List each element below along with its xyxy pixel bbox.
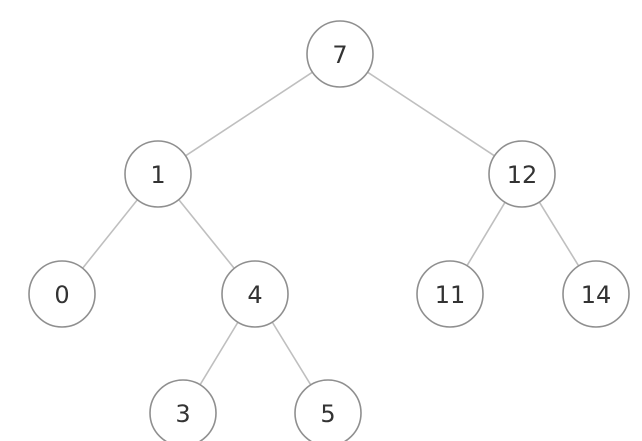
tree-edge xyxy=(367,71,495,157)
tree-edge xyxy=(466,201,506,267)
tree-node-1: 1 xyxy=(124,140,192,208)
tree-edge xyxy=(81,199,139,269)
tree-edge xyxy=(199,321,239,386)
node-label: 3 xyxy=(175,400,190,428)
node-label: 7 xyxy=(332,41,347,69)
tree-edge xyxy=(271,321,312,386)
tree-node-7: 7 xyxy=(306,20,374,88)
node-circle xyxy=(416,260,484,328)
node-circle xyxy=(294,379,362,441)
node-circle xyxy=(488,140,556,208)
tree-edge xyxy=(185,71,313,157)
tree-edge xyxy=(538,201,580,267)
tree-edges xyxy=(81,71,580,386)
node-label: 11 xyxy=(435,281,466,309)
node-circle xyxy=(306,20,374,88)
node-circle xyxy=(28,260,96,328)
node-label: 1 xyxy=(150,161,165,189)
tree-node-0: 0 xyxy=(28,260,96,328)
node-circle xyxy=(124,140,192,208)
tree-node-3: 3 xyxy=(149,379,217,441)
tree-node-11: 11 xyxy=(416,260,484,328)
node-circle xyxy=(562,260,630,328)
node-circle xyxy=(149,379,217,441)
node-label: 12 xyxy=(507,161,538,189)
node-label: 14 xyxy=(581,281,612,309)
node-circle xyxy=(221,260,289,328)
tree-node-4: 4 xyxy=(221,260,289,328)
tree-node-12: 12 xyxy=(488,140,556,208)
node-label: 4 xyxy=(247,281,262,309)
tree-nodes: 7 1 12 0 4 11 14 3 xyxy=(28,20,630,441)
node-label: 0 xyxy=(54,281,69,309)
tree-node-14: 14 xyxy=(562,260,630,328)
node-label: 5 xyxy=(320,400,335,428)
tree-node-5: 5 xyxy=(294,379,362,441)
tree-edge xyxy=(178,199,235,269)
